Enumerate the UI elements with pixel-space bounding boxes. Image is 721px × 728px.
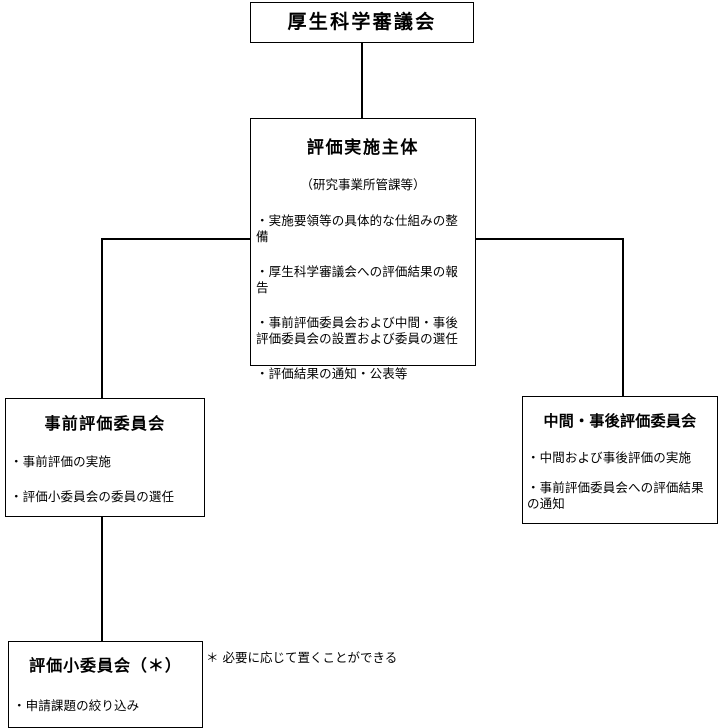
list-item: ・厚生科学審議会への評価結果の報告 bbox=[256, 264, 459, 295]
node-interim-committee-title: 中間・事後評価委員会 bbox=[543, 412, 697, 430]
node-implementer-subtitle: （研究事業所管課等） bbox=[300, 177, 426, 192]
node-prior-committee-title: 事前評価委員会 bbox=[44, 414, 166, 433]
node-subcommittee[interactable]: 評価小委員会（＊） ・申請課題の絞り込み bbox=[8, 641, 203, 728]
list-item: ・申請課題の絞り込み bbox=[13, 698, 140, 713]
list-item: ・評価結果の通知・公表等 bbox=[256, 366, 408, 381]
list-item: ・事前評価委員会および中間・事後評価委員会の設置および委員の選任 bbox=[256, 315, 459, 346]
node-implementer-title: 評価実施主体 bbox=[306, 138, 420, 158]
list-item: ・中間および事後評価の実施 bbox=[527, 450, 692, 465]
node-prior-committee-bullets: ・事前評価の実施 ・評価小委員会の委員の選任 bbox=[6, 454, 204, 505]
node-prior-committee[interactable]: 事前評価委員会 ・事前評価の実施 ・評価小委員会の委員の選任 bbox=[5, 398, 205, 517]
node-council-title: 厚生科学審議会 bbox=[287, 11, 437, 33]
node-implementer[interactable]: 評価実施主体 （研究事業所管課等） ・実施要領等の具体的な仕組みの整備 ・厚生科… bbox=[250, 118, 476, 381]
node-council[interactable]: 厚生科学審議会 bbox=[250, 2, 474, 43]
node-implementer-bullets: ・実施要領等の具体的な仕組みの整備 ・厚生科学審議会への評価結果の報告 ・事前評… bbox=[251, 213, 475, 382]
node-interim-committee-bullets: ・中間および事後評価の実施 ・事前評価委員会への評価結果の通知 bbox=[523, 450, 717, 512]
node-subcommittee-bullets: ・申請課題の絞り込み bbox=[9, 698, 202, 714]
connector-council-to-implementer bbox=[361, 42, 363, 119]
list-item: ・事前評価委員会への評価結果の通知 bbox=[527, 480, 704, 511]
node-interim-committee[interactable]: 中間・事後評価委員会 ・中間および事後評価の実施 ・事前評価委員会への評価結果の… bbox=[522, 396, 718, 524]
list-item: ・評価小委員会の委員の選任 bbox=[10, 489, 175, 504]
connector-bus-to-interim-committee bbox=[622, 238, 624, 397]
list-item: ・実施要領等の具体的な仕組みの整備 bbox=[256, 213, 459, 244]
node-subcommittee-title: 評価小委員会（＊） bbox=[29, 656, 182, 675]
list-item: ・事前評価の実施 bbox=[10, 454, 112, 469]
connector-bus-to-prior-committee bbox=[101, 238, 103, 399]
footnote-text: ＊ 必要に応じて置くことができる bbox=[206, 650, 398, 665]
connector-prior-to-subcommittee bbox=[101, 516, 103, 642]
